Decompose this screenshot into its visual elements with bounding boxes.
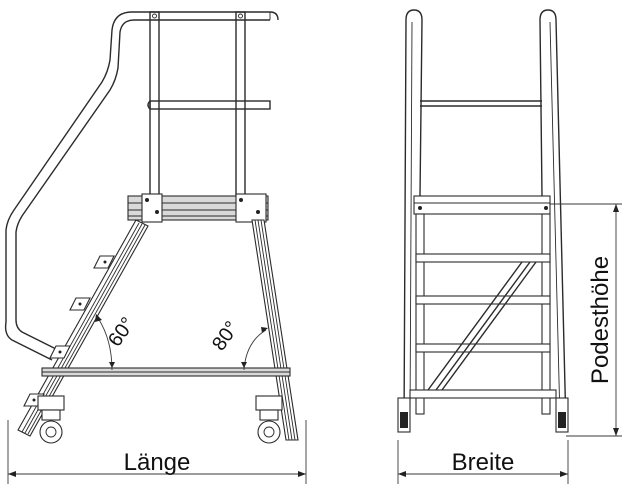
width-dimension-line [397, 440, 569, 484]
platform [127, 193, 269, 223]
front-steps [409, 253, 557, 399]
length-label: Länge [124, 449, 191, 476]
front-platform [413, 195, 551, 415]
front-handrails [403, 9, 567, 429]
front-feet [397, 397, 569, 433]
angle-arc-80 [241, 327, 268, 371]
cross-brace [41, 367, 291, 377]
platform-height-label: Podesthöhe [587, 256, 614, 384]
side-view: 60° 80° Länge [4, 11, 307, 484]
rear-castor [255, 395, 283, 444]
front-diagonal-brace [427, 261, 537, 391]
length-dimension-line [7, 420, 307, 484]
front-view: Podesthöhe Breite [397, 9, 622, 484]
rear-leg [251, 219, 299, 441]
angle-arc-60 [95, 314, 115, 371]
angle-label-80: 80° [208, 317, 243, 354]
handrail [4, 11, 279, 361]
height-dimension-line [550, 203, 622, 437]
width-label: Breite [452, 449, 515, 476]
front-castor [37, 395, 65, 444]
guard-posts [147, 11, 271, 199]
